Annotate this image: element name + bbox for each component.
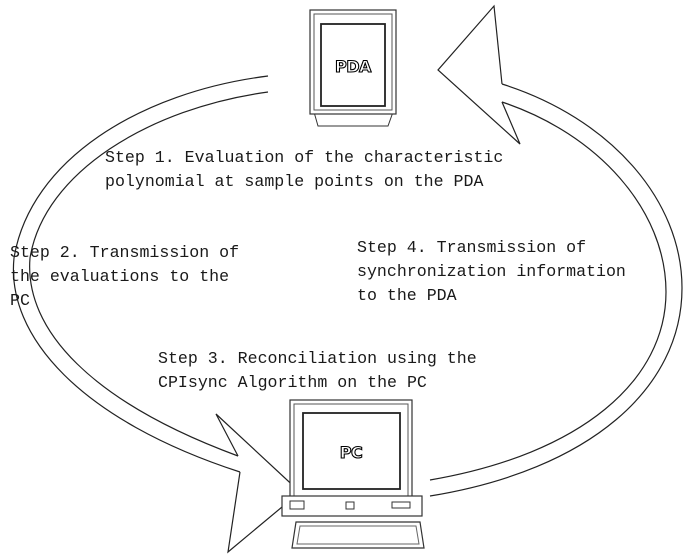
pda-device: PDA — [309, 9, 397, 127]
right-cycle-arrow — [429, 4, 683, 497]
left-arrow-outer-curve — [12, 75, 269, 473]
pc-drive-slot-left — [289, 500, 305, 510]
step3-caption: Step 3. Reconciliation using the CPIsync… — [158, 349, 477, 392]
pc-keyboard-inner — [296, 525, 420, 545]
right-arrow-inner-curve — [429, 101, 667, 481]
pda-label: PDA — [335, 57, 372, 76]
left-arrow-head — [215, 413, 301, 554]
pc-device: PC — [281, 399, 425, 549]
right-arrow-outer-curve — [429, 83, 683, 497]
pc-drive-slot-middle — [345, 501, 355, 510]
right-arrow-head — [437, 4, 521, 145]
left-arrow-inner-curve — [29, 91, 269, 457]
pc-label: PC — [340, 443, 362, 462]
pc-drive-slot-right — [391, 501, 411, 509]
pc-keyboard — [291, 521, 425, 549]
pda-screen — [320, 23, 386, 107]
step2-caption: Step 2. Transmission of the evaluations … — [10, 243, 240, 310]
pda-body-inner — [313, 13, 393, 111]
step1-caption: Step 1. Evaluation of the characteristic… — [105, 148, 504, 191]
pc-screen — [302, 412, 401, 490]
step4-caption: Step 4. Transmission of synchronization … — [357, 238, 626, 305]
